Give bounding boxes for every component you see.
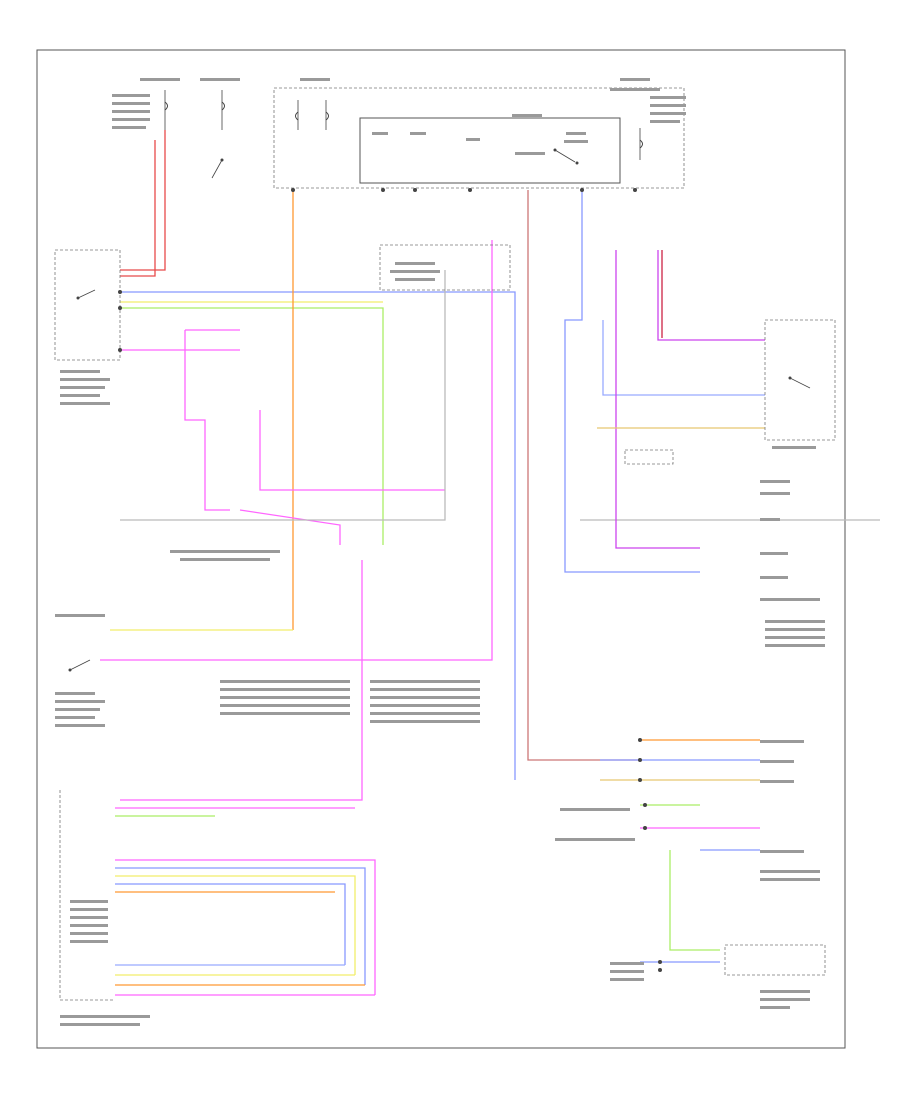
wire-violet [615, 250, 640, 549]
module-right [764, 319, 836, 449]
wires [100, 130, 880, 996]
wire-pink [100, 240, 493, 661]
connector-right-middle [624, 449, 825, 647]
wire-pink [239, 509, 341, 545]
relay-switch-symbol [553, 148, 579, 165]
fuse-labels-top-left [112, 78, 240, 179]
wire-blue [564, 190, 640, 573]
wire-pink [115, 859, 376, 995]
wire-green [120, 307, 384, 545]
caption-center [170, 550, 480, 723]
wire-green [669, 850, 720, 951]
wire-red [120, 140, 156, 277]
wire-violet [657, 250, 765, 341]
wire-pink [120, 560, 363, 801]
switch-left-middle [55, 614, 105, 727]
module-left-top [54, 249, 121, 405]
diagram-frame [36, 49, 846, 1049]
wire-lightblue [602, 320, 765, 396]
wire-pink [259, 410, 445, 491]
connector-dots [118, 188, 662, 972]
wire-blue [115, 883, 346, 965]
wire-grey [120, 270, 446, 521]
module-center [379, 244, 511, 291]
module-bottom-right [555, 740, 826, 1009]
fuse-symbol [295, 100, 643, 160]
wire-pink [184, 330, 230, 511]
wire-blue [115, 867, 366, 985]
wire-blue [120, 291, 516, 780]
wire-violet [527, 190, 640, 761]
wire-yellow [115, 875, 356, 975]
wire-red [120, 130, 166, 271]
module-bottom-left [59, 790, 150, 1026]
fuse-box-top [273, 78, 686, 189]
